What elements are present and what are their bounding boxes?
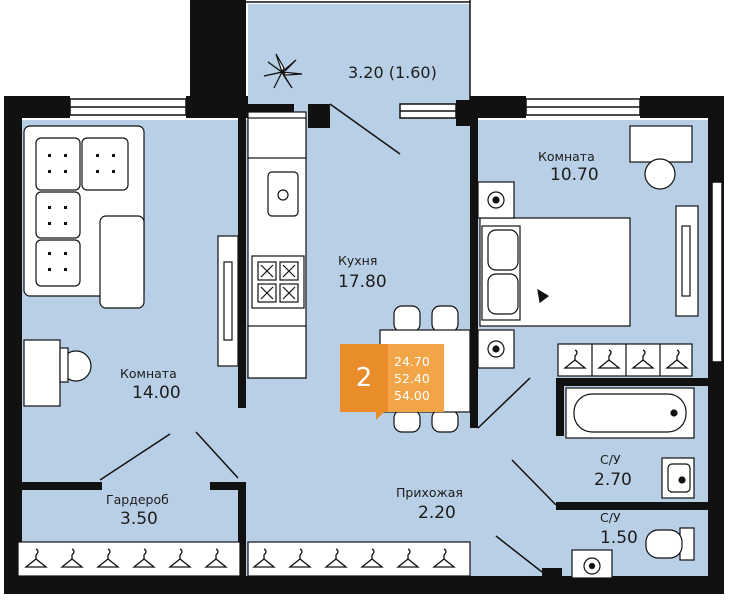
sofa-buttons <box>48 154 115 271</box>
hanger-icon <box>665 349 689 369</box>
hanger-icon <box>631 349 655 369</box>
hallway-area: 2.20 <box>418 503 456 523</box>
tv-stand <box>217 235 239 367</box>
hanger-icon <box>563 349 587 369</box>
wardrobe-area: 3.50 <box>120 509 158 529</box>
room-left-area: 14.00 <box>132 383 181 403</box>
toilet-name: С/У <box>600 510 621 525</box>
windows <box>69 0 723 363</box>
toilet-icon <box>645 527 695 561</box>
hanger-icon <box>132 548 156 568</box>
coffee-table <box>99 215 145 309</box>
washing-machine-icon <box>571 549 613 579</box>
area-total: 52.40 <box>394 370 430 386</box>
area-summary: 24.70 52.40 54.00 <box>388 344 444 412</box>
wardrobe-rail-left <box>17 541 471 577</box>
hanger-icon <box>324 548 348 568</box>
bed <box>479 217 631 327</box>
toilet-area: 1.50 <box>600 528 638 548</box>
tv-stand-right <box>675 205 699 317</box>
kitchen-name: Кухня <box>338 253 378 268</box>
door-swings <box>99 103 557 573</box>
wardrobe-name: Гардероб <box>106 492 169 507</box>
hanger-icon <box>60 548 84 568</box>
area-with-balcony: 54.00 <box>394 387 430 403</box>
hanger-icon <box>204 548 228 568</box>
wardrobe-right <box>557 343 693 377</box>
hanger-icon <box>168 548 192 568</box>
bathroom-name: С/У <box>600 452 621 467</box>
stove-icon <box>257 261 299 303</box>
washbasin <box>661 457 695 499</box>
sink-icon <box>277 189 289 201</box>
room-right-name: Комната <box>538 149 595 164</box>
hanger-icon <box>96 548 120 568</box>
room-right-area: 10.70 <box>550 165 599 185</box>
hallway-name: Прихожая <box>396 485 463 500</box>
balcony-area-label: 3.20 (1.60) <box>348 63 437 82</box>
badge-tail <box>376 410 386 420</box>
desk-right <box>629 125 693 190</box>
balcony-plant-icon <box>263 53 303 89</box>
rooms-count-badge: 2 <box>340 344 388 412</box>
area-living: 24.70 <box>394 353 430 369</box>
hanger-icon <box>396 548 420 568</box>
nightstands <box>477 181 515 369</box>
room-left-name: Комната <box>120 366 177 381</box>
kitchen-area: 17.80 <box>338 272 387 292</box>
hanger-icon <box>597 349 621 369</box>
bathtub-icon <box>565 387 695 439</box>
bathroom-area: 2.70 <box>594 470 632 490</box>
hanger-icon <box>252 548 276 568</box>
hanger-icon <box>288 548 312 568</box>
hanger-icon <box>360 548 384 568</box>
hanger-icon <box>24 548 48 568</box>
desk <box>23 339 92 407</box>
hanger-icon <box>432 548 456 568</box>
